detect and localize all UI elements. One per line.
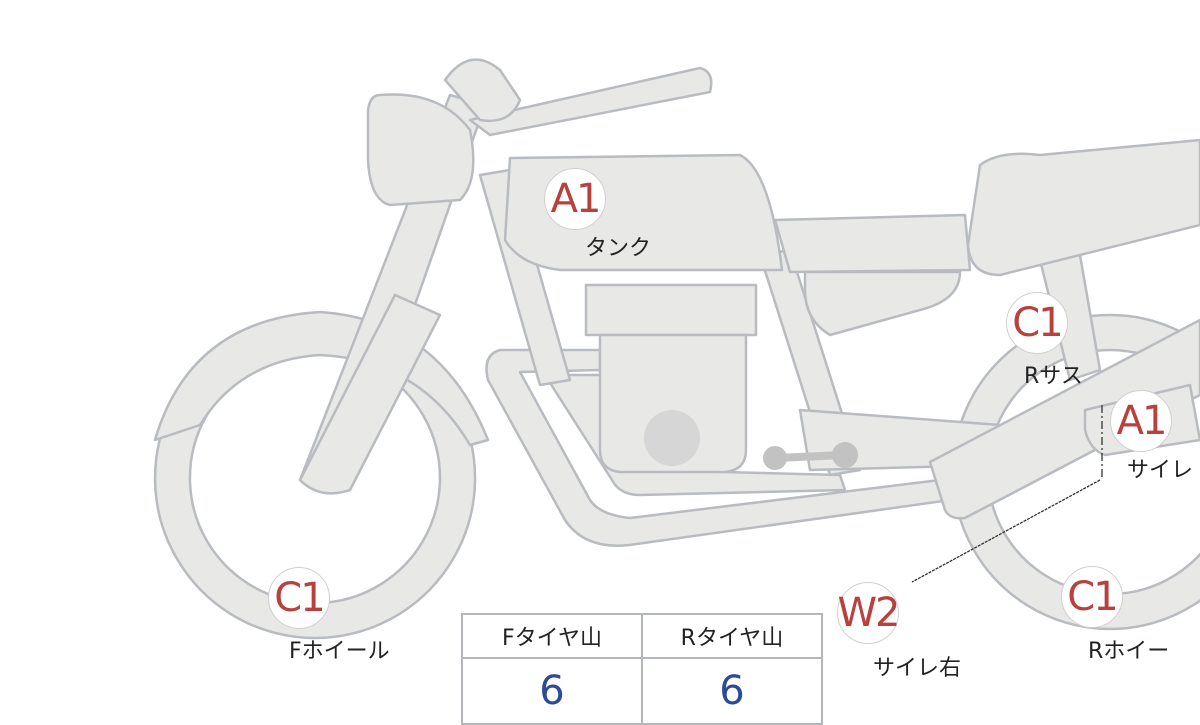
tire-tread-table: Fタイヤ山 Rタイヤ山 6 6 xyxy=(461,613,823,725)
leader-line xyxy=(911,405,1103,583)
part-label-rear-wheel: Rホイー xyxy=(1088,639,1170,664)
grade-badge-rear-suspension: C1 xyxy=(1006,292,1068,354)
part-label-tank: タンク xyxy=(585,236,652,261)
grade-badge-tank: A1 xyxy=(544,168,606,230)
rear-tread-value: 6 xyxy=(641,657,823,725)
kickstand xyxy=(763,442,858,470)
grade-badge-muffler-left: A1 xyxy=(1110,390,1172,452)
rear-tread-header: Rタイヤ山 xyxy=(641,613,823,659)
front-tread-header: Fタイヤ山 xyxy=(461,613,643,659)
engine-block xyxy=(598,333,748,474)
grade-badge-front-wheel: C1 xyxy=(268,567,330,629)
seat xyxy=(773,213,972,274)
headlight xyxy=(366,93,475,207)
part-label-muffler-right: サイレ右 xyxy=(873,656,962,681)
part-label-muffler-left: サイレ xyxy=(1127,458,1194,483)
handlebar xyxy=(468,66,713,137)
front-tread-value: 6 xyxy=(461,657,643,725)
exhaust-pipes xyxy=(485,348,952,547)
grade-badge-muffler-right: W2 xyxy=(837,582,901,644)
rear-cowl xyxy=(966,138,1200,277)
grade-badge-rear-wheel: C1 xyxy=(1061,566,1123,628)
part-label-front-wheel: Fホイール xyxy=(289,639,390,664)
engine-cover xyxy=(644,410,700,466)
frame xyxy=(478,168,572,387)
engine-head xyxy=(584,283,758,337)
part-label-rear-suspension: Rサス xyxy=(1024,364,1083,389)
